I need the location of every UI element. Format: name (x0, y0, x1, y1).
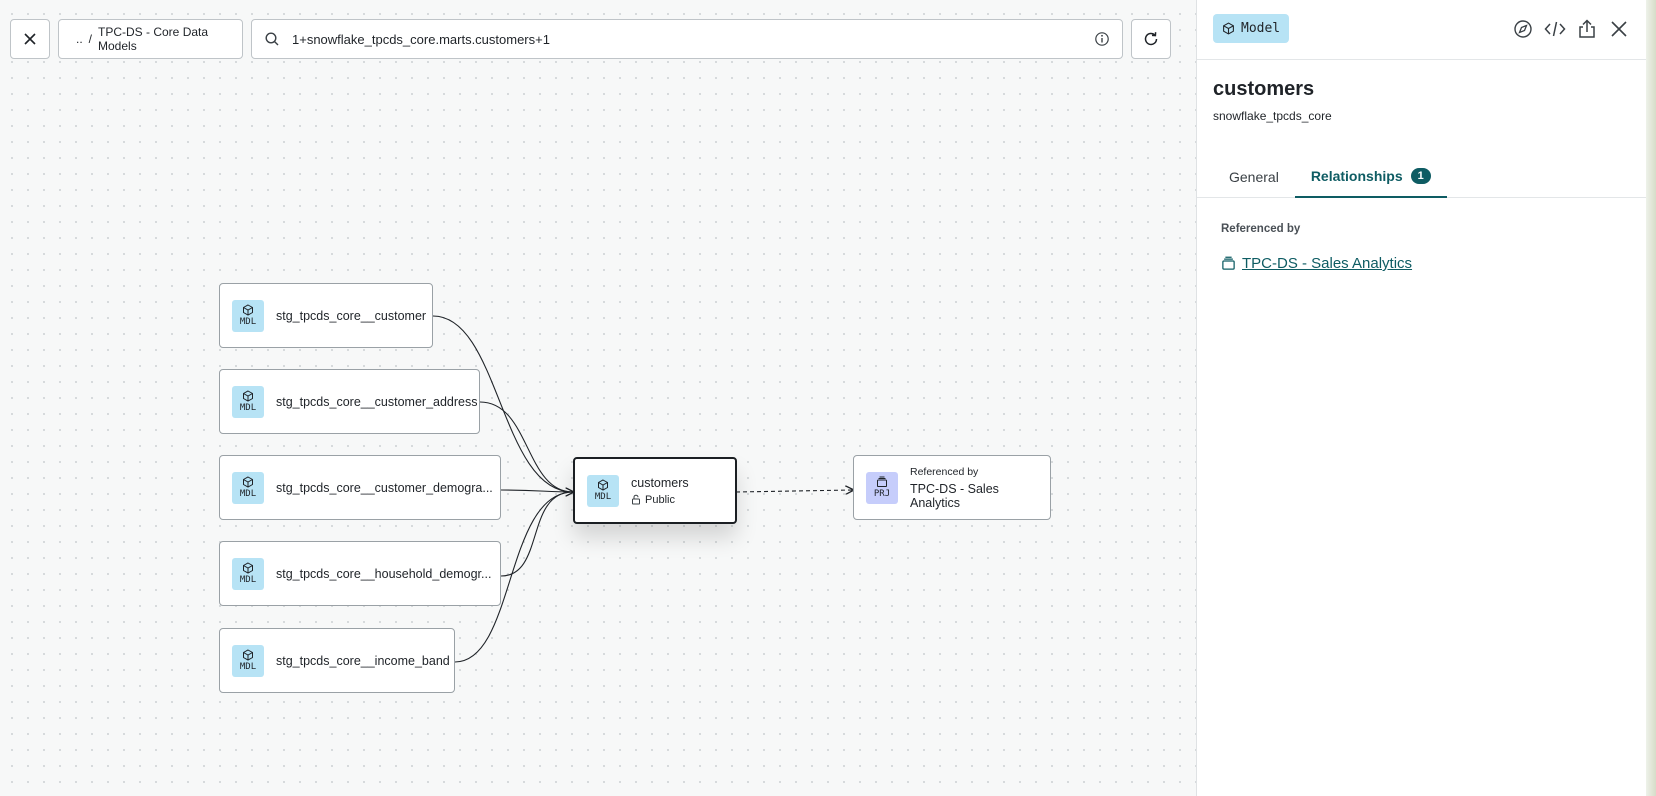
cube-icon (243, 562, 253, 574)
graph-node-model[interactable]: MDL stg_tpcds_core__customer_demogra... (219, 455, 501, 520)
explore-icon (1514, 20, 1532, 38)
node-label: stg_tpcds_core__customer_demogra... (276, 480, 493, 495)
panel-subtitle: snowflake_tpcds_core (1213, 109, 1332, 123)
node-label: customers (631, 475, 689, 490)
code-icon (1544, 21, 1566, 37)
graph-node-model[interactable]: MDL stg_tpcds_core__customer (219, 283, 433, 348)
window-edge (1646, 0, 1656, 796)
node-label: stg_tpcds_core__customer_address (276, 394, 478, 409)
tab-relationships[interactable]: Relationships 1 (1294, 156, 1447, 198)
tab-general[interactable]: General (1213, 156, 1295, 198)
graph-node-selected[interactable]: MDL customers Public (573, 457, 737, 524)
cube-icon (1223, 22, 1234, 35)
badge-text: PRJ (873, 489, 891, 499)
badge-text: MDL (239, 317, 257, 327)
close-graph-button[interactable] (10, 19, 50, 59)
access-text: Public (645, 493, 675, 506)
count-badge: 1 (1410, 168, 1431, 184)
breadcrumb-current: TPC-DS - Core Data Models (98, 25, 209, 53)
lineage-edges (432, 315, 1196, 663)
close-icon (24, 33, 36, 45)
model-badge: MDL (232, 385, 264, 418)
reference-link[interactable]: TPC-DS - Sales Analytics (1221, 255, 1412, 272)
breadcrumb-separator: / (88, 32, 93, 46)
lineage-canvas[interactable]: .. / TPC-DS - Core Data Models MDL stg_t… (0, 0, 1196, 796)
close-panel-button[interactable] (1608, 16, 1630, 42)
project-badge: PRJ (866, 471, 898, 504)
cube-icon (598, 479, 608, 491)
node-label: stg_tpcds_core__customer (276, 308, 427, 323)
search-input[interactable] (292, 31, 1094, 47)
section-label: Referenced by (1221, 223, 1301, 235)
reference-link-text[interactable]: TPC-DS - Sales Analytics (1242, 255, 1413, 272)
view-code-button[interactable] (1544, 16, 1566, 42)
share-button[interactable] (1576, 16, 1598, 42)
model-badge: MDL (232, 299, 264, 332)
refresh-icon (1144, 32, 1158, 46)
model-badge: MDL (232, 557, 264, 590)
badge-text: MDL (239, 575, 257, 585)
refresh-button[interactable] (1131, 19, 1171, 59)
type-tag: Model (1213, 14, 1290, 43)
badge-text: MDL (239, 403, 257, 413)
edge-customer-demographics (500, 489, 574, 493)
edge-reference (735, 490, 853, 492)
model-badge: MDL (587, 474, 619, 507)
panel-header: Model (1197, 0, 1646, 60)
project-icon (1222, 256, 1235, 270)
type-tag-label: Model (1241, 21, 1281, 36)
panel-tabs: General Relationships 1 (1197, 156, 1647, 198)
model-badge: MDL (232, 644, 264, 677)
info-icon[interactable] (1094, 31, 1110, 47)
badge-text: MDL (239, 489, 257, 499)
cube-icon (243, 304, 253, 316)
model-badge: MDL (232, 471, 264, 504)
graph-node-project[interactable]: PRJ Referenced by TPC-DS - Sales Analyti… (853, 455, 1051, 520)
cube-icon (243, 390, 253, 402)
search-icon (265, 32, 279, 46)
node-label: TPC-DS - Sales Analytics (910, 481, 999, 510)
access-label: Public (631, 494, 689, 506)
close-icon (1611, 21, 1627, 37)
lock-icon (632, 494, 640, 505)
graph-node-model[interactable]: MDL stg_tpcds_core__customer_address (219, 369, 480, 434)
panel-title: customers (1213, 78, 1315, 100)
node-sublabel: Referenced by (910, 465, 979, 478)
breadcrumb: .. / TPC-DS - Core Data Models (58, 19, 243, 59)
share-icon (1579, 19, 1595, 38)
node-label: stg_tpcds_core__income_band (276, 653, 450, 668)
graph-node-model[interactable]: MDL stg_tpcds_core__household_demogr... (219, 541, 501, 606)
tab-label: Relationships (1310, 168, 1403, 184)
explore-button[interactable] (1512, 16, 1534, 42)
badge-text: MDL (239, 662, 257, 672)
project-icon (877, 476, 887, 487)
details-panel: Model customers snowflake_tpcds_core Gen… (1196, 0, 1647, 796)
breadcrumb-parent[interactable]: .. (76, 32, 83, 46)
search-bar (251, 19, 1123, 59)
cube-icon (243, 649, 253, 661)
edge-household-demographics (500, 491, 574, 577)
graph-node-model[interactable]: MDL stg_tpcds_core__income_band (219, 628, 455, 693)
tab-label: General (1229, 169, 1279, 185)
node-label: stg_tpcds_core__household_demogr... (276, 566, 492, 581)
cube-icon (243, 476, 253, 488)
badge-text: MDL (594, 492, 612, 502)
